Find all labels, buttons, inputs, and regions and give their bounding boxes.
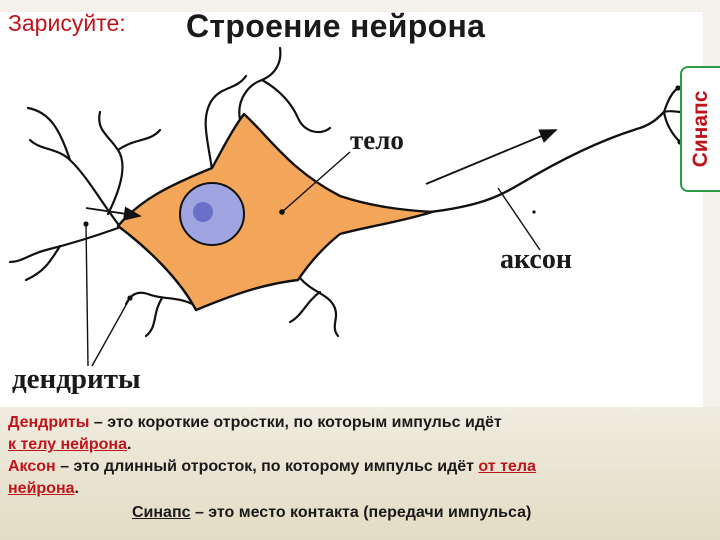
dendrite-branch xyxy=(260,78,332,134)
terminal-branch xyxy=(662,86,680,114)
dendrite-branch xyxy=(116,128,162,152)
definition-dendrites-line-2: к телу нейрона. xyxy=(8,434,708,456)
definition-synapse: Синапс – это место контакта (передачи им… xyxy=(132,504,531,522)
dendrite-branch xyxy=(8,226,120,264)
impulse-arrow-dendrite xyxy=(85,206,142,221)
impulse-arrow-axon xyxy=(425,129,558,185)
instruction-text: Зарисуйте: xyxy=(8,10,126,36)
leader-line-dendrite xyxy=(85,223,89,367)
direction-from-body: от тела xyxy=(478,458,536,475)
dendrite-branch xyxy=(204,74,248,172)
leader-dot xyxy=(83,221,89,227)
punctuation: . xyxy=(74,480,79,497)
dendrite-branch xyxy=(298,276,340,338)
label-cell-body: тело xyxy=(350,125,404,155)
definition-axon-line-2: нейрона. xyxy=(8,478,708,500)
leader-dot xyxy=(127,295,133,301)
axon xyxy=(428,110,666,214)
dendrite-branch xyxy=(98,110,124,216)
dendrite-branch xyxy=(24,244,62,282)
label-synapse: Синапс xyxy=(689,90,712,168)
leader-line-body xyxy=(281,151,351,213)
leader-line-dendrite xyxy=(91,297,131,367)
leader-line-axon xyxy=(497,187,541,251)
definition-axon-line-1: Аксон – это длинный отросток, по котором… xyxy=(8,456,708,478)
direction-from-body-cont: нейрона xyxy=(8,480,75,497)
label-dendrites: дендриты xyxy=(12,363,141,395)
dendrite-branch xyxy=(238,46,282,122)
dendrite-branch xyxy=(26,106,72,162)
terminal-branch xyxy=(662,110,682,144)
term-dendrites: Дендриты xyxy=(8,414,90,431)
leader-dot xyxy=(532,210,536,214)
definition-text: – это длинный отросток, по которому импу… xyxy=(55,458,479,475)
dendrite-branch xyxy=(288,290,322,324)
label-axon: аксон xyxy=(500,244,572,275)
term-synapse: Синапс xyxy=(132,504,191,521)
definitions: Дендриты – это короткие отростки, по кот… xyxy=(8,412,708,500)
direction-to-body: к телу нейрона xyxy=(8,436,127,453)
dendrite-branches xyxy=(8,46,340,338)
punctuation: . xyxy=(127,436,132,453)
term-axon: Аксон xyxy=(8,458,56,475)
definition-text: – это короткие отростки, по которым импу… xyxy=(89,414,502,431)
leader-dot xyxy=(279,209,285,215)
nucleolus xyxy=(193,202,213,222)
dendrite-branch xyxy=(144,296,164,338)
definitions-area xyxy=(0,407,720,540)
definition-text: – это место контакта (передачи импульса) xyxy=(190,504,532,521)
definition-dendrites-line-1: Дендриты – это короткие отростки, по кот… xyxy=(8,412,708,434)
synapse-label-box: Синапс xyxy=(680,66,720,192)
terminal-end xyxy=(675,85,681,91)
page-title: Строение нейрона xyxy=(186,8,486,44)
